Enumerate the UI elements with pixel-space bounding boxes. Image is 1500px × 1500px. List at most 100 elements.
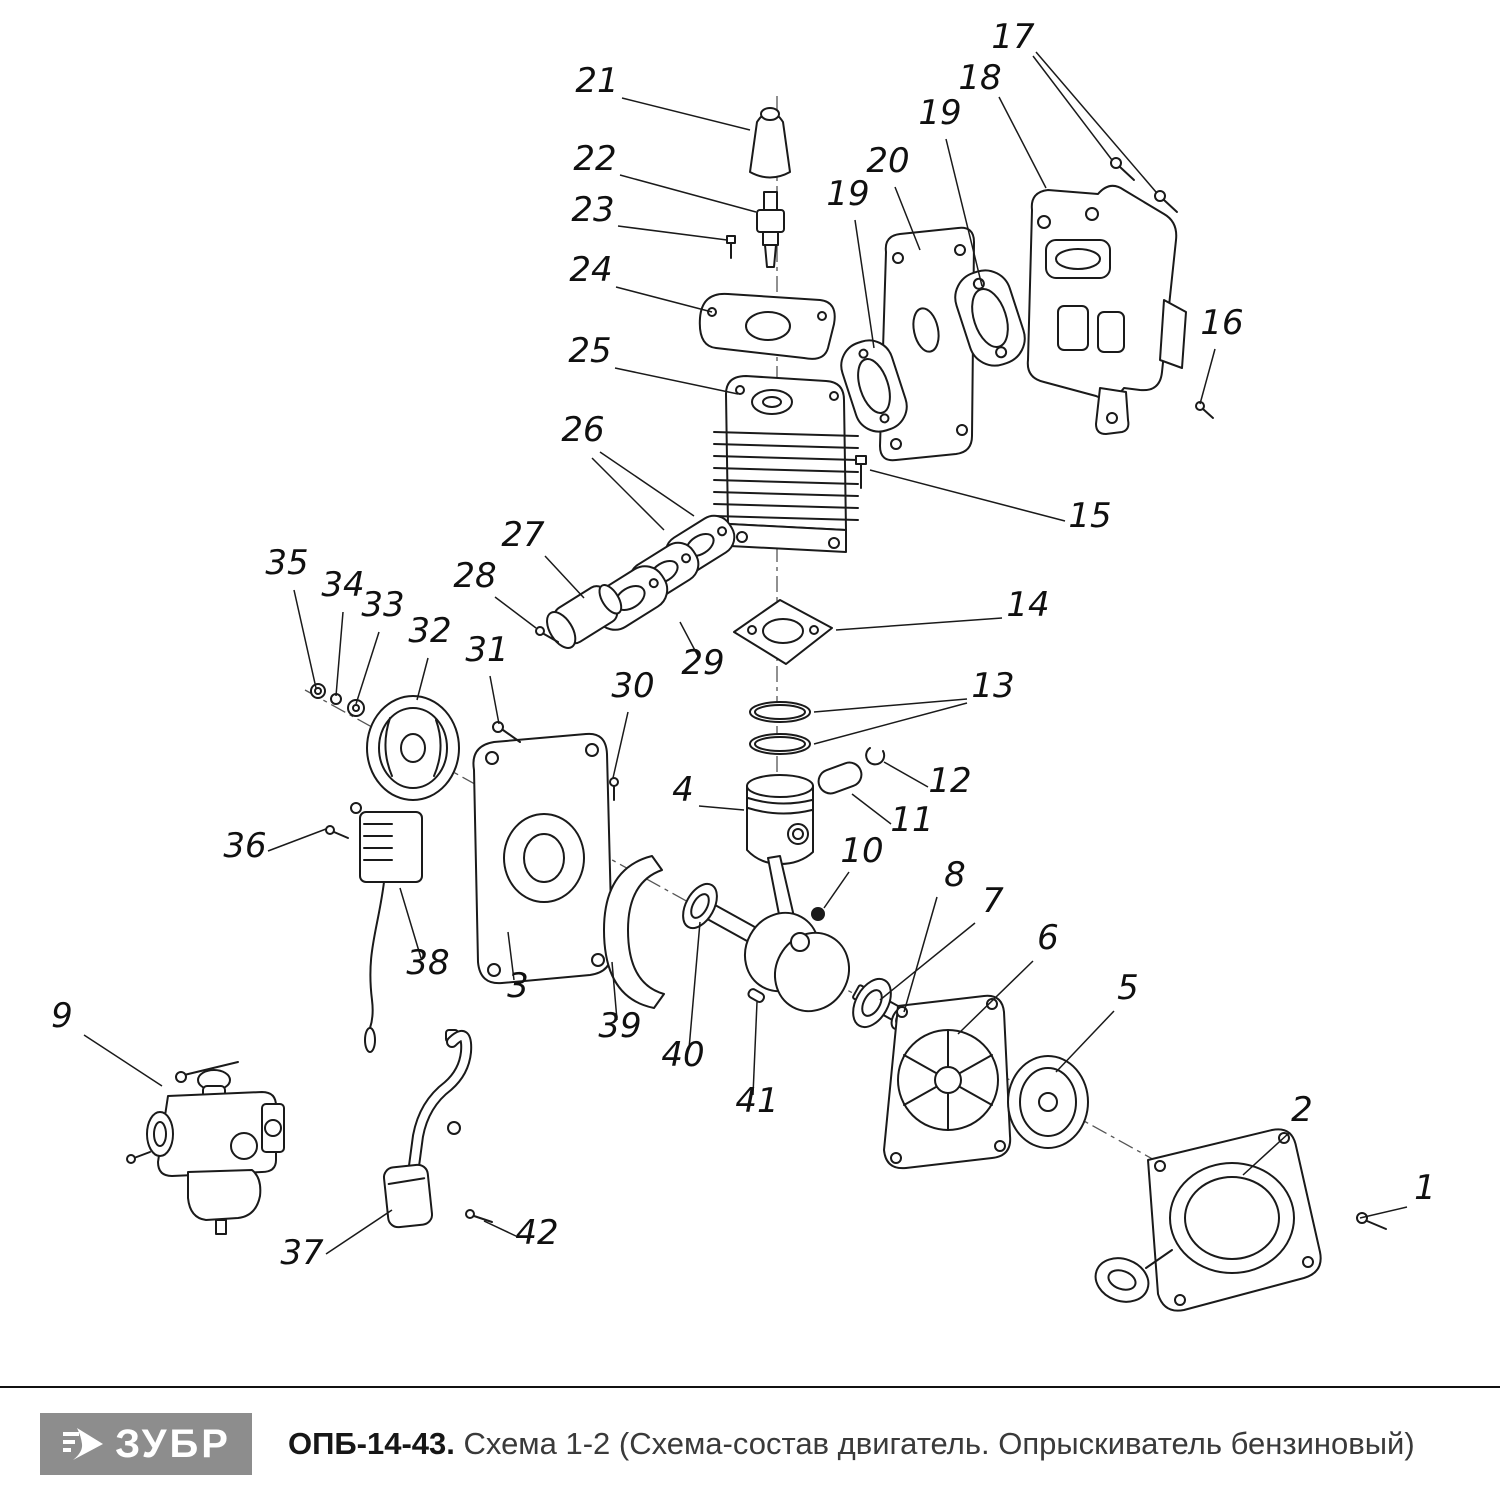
leader-line-5: [1055, 1010, 1115, 1073]
part-callout-20: 20: [866, 141, 909, 181]
part-callout-39: 39: [598, 1006, 641, 1046]
muffler-assembly-drawing: [840, 157, 1214, 462]
heat-shield-drawing: [698, 292, 836, 360]
part-callout-13: 13: [971, 666, 1014, 706]
part-callout-11: 11: [890, 800, 933, 840]
leader-line-33: [355, 631, 380, 705]
screw-28: [535, 626, 559, 643]
leader-line-29: [679, 621, 700, 659]
part-callout-29: 29: [681, 643, 724, 683]
leader-line-20: [894, 186, 921, 251]
screw-42: [465, 1209, 493, 1223]
part-callout-17: 17: [991, 17, 1035, 57]
carburetor-drawing: [126, 1061, 285, 1235]
part-callout-15: 15: [1068, 496, 1111, 536]
part-callout-32: 32: [408, 611, 451, 651]
part-callout-31: 31: [465, 630, 508, 670]
intake-manifold-drawing: [535, 584, 623, 649]
leader-line-10: [823, 871, 850, 909]
recoil-starter-drawing: [1094, 1128, 1387, 1312]
muffler-screws-17: [1110, 157, 1178, 213]
leader-line-25: [614, 367, 739, 395]
piston-drawing: [746, 747, 886, 865]
part-callout-21: 21: [575, 61, 618, 101]
screw-16: [1195, 401, 1214, 419]
piston-rings-drawing: [749, 701, 811, 755]
leader-line-15: [869, 469, 1066, 522]
part-callout-14: 14: [1006, 585, 1049, 625]
screw-36: [325, 825, 349, 839]
bearing-40-drawing: [682, 882, 718, 930]
part-callout-36: 36: [223, 826, 266, 866]
part-callout-2: 2: [1291, 1090, 1313, 1130]
leader-line-24: [615, 286, 713, 313]
crankcase-drawing: [472, 721, 619, 985]
leader-line-6: [957, 960, 1034, 1035]
part-callout-19: 19: [918, 93, 961, 133]
leader-line-34: [335, 611, 344, 697]
part-callout-19: 19: [826, 174, 869, 214]
fuel-hose-drawing: [382, 1029, 493, 1229]
leader-line-2: [1242, 1132, 1290, 1176]
piston-pin-drawing: [817, 761, 863, 795]
needle-bearing-10-drawing: [811, 907, 825, 921]
part-callout-42: 42: [515, 1213, 558, 1253]
part-callout-40: 40: [661, 1035, 704, 1075]
brand-name: ЗУБР: [115, 1421, 231, 1466]
bearing-7-drawing: [852, 977, 892, 1029]
leader-line-16: [1199, 348, 1216, 405]
part-callout-3: 3: [507, 966, 529, 1006]
spark-plug-drawing: [756, 191, 785, 268]
part-callout-26: 26: [561, 410, 604, 450]
fan-housing-drawing: [883, 994, 1012, 1170]
leader-line-37: [325, 1209, 393, 1255]
part-callout-4: 4: [672, 770, 694, 810]
schema-title: Схема 1-2 (Схема-состав двигатель. Опрыс…: [463, 1426, 1415, 1461]
exploded-engine-diagram: 2122232425262728353433323130291413121141…: [51, 17, 1436, 1312]
part-callout-28: 28: [453, 556, 496, 596]
leader-line-12: [883, 761, 929, 788]
key-41-drawing: [747, 988, 765, 1003]
part-callout-10: 10: [840, 831, 883, 871]
leader-line-23: [617, 225, 728, 241]
part-callout-37: 37: [280, 1233, 324, 1273]
leader-line-17: [1035, 51, 1157, 193]
base-gasket-drawing: [733, 599, 833, 665]
part-callout-1: 1: [1414, 1168, 1436, 1208]
leader-line-35: [293, 589, 317, 689]
leader-line-26: [599, 451, 695, 517]
leader-line-18: [998, 96, 1047, 189]
part-callout-33: 33: [361, 585, 404, 625]
leader-line-36: [267, 828, 327, 852]
part-callout-8: 8: [944, 855, 966, 895]
leader-line-3: [507, 931, 515, 981]
part-callout-7: 7: [982, 881, 1004, 921]
part-callout-18: 18: [958, 58, 1001, 98]
part-callout-41: 41: [735, 1081, 778, 1121]
part-callout-34: 34: [321, 565, 364, 605]
leader-line-19: [854, 219, 875, 349]
crankcase-gasket-drawing: [603, 855, 665, 1009]
screw-23: [726, 235, 736, 259]
leader-line-21: [621, 97, 751, 131]
screw-15: [855, 455, 867, 489]
leader-line-11: [851, 793, 892, 825]
leader-line-39: [611, 961, 618, 1021]
part-callout-23: 23: [571, 190, 614, 230]
leader-line-40: [688, 921, 701, 1050]
ignition-coil-drawing: [325, 802, 423, 1053]
leader-line-38: [399, 887, 422, 959]
leader-line-13: [813, 702, 968, 745]
leader-line-30: [612, 711, 629, 779]
leader-line-42: [483, 1220, 519, 1238]
leader-line-17: [1032, 55, 1113, 161]
crankshaft-drawing: [682, 855, 941, 1043]
leader-line-1: [1359, 1206, 1408, 1219]
leader-line-41: [752, 1001, 758, 1096]
leader-line-28: [494, 596, 537, 629]
leader-line-26: [591, 457, 665, 531]
zubr-logo: ЗУБР: [40, 1413, 252, 1475]
leader-line-32: [416, 657, 429, 701]
leader-line-13: [813, 698, 968, 713]
